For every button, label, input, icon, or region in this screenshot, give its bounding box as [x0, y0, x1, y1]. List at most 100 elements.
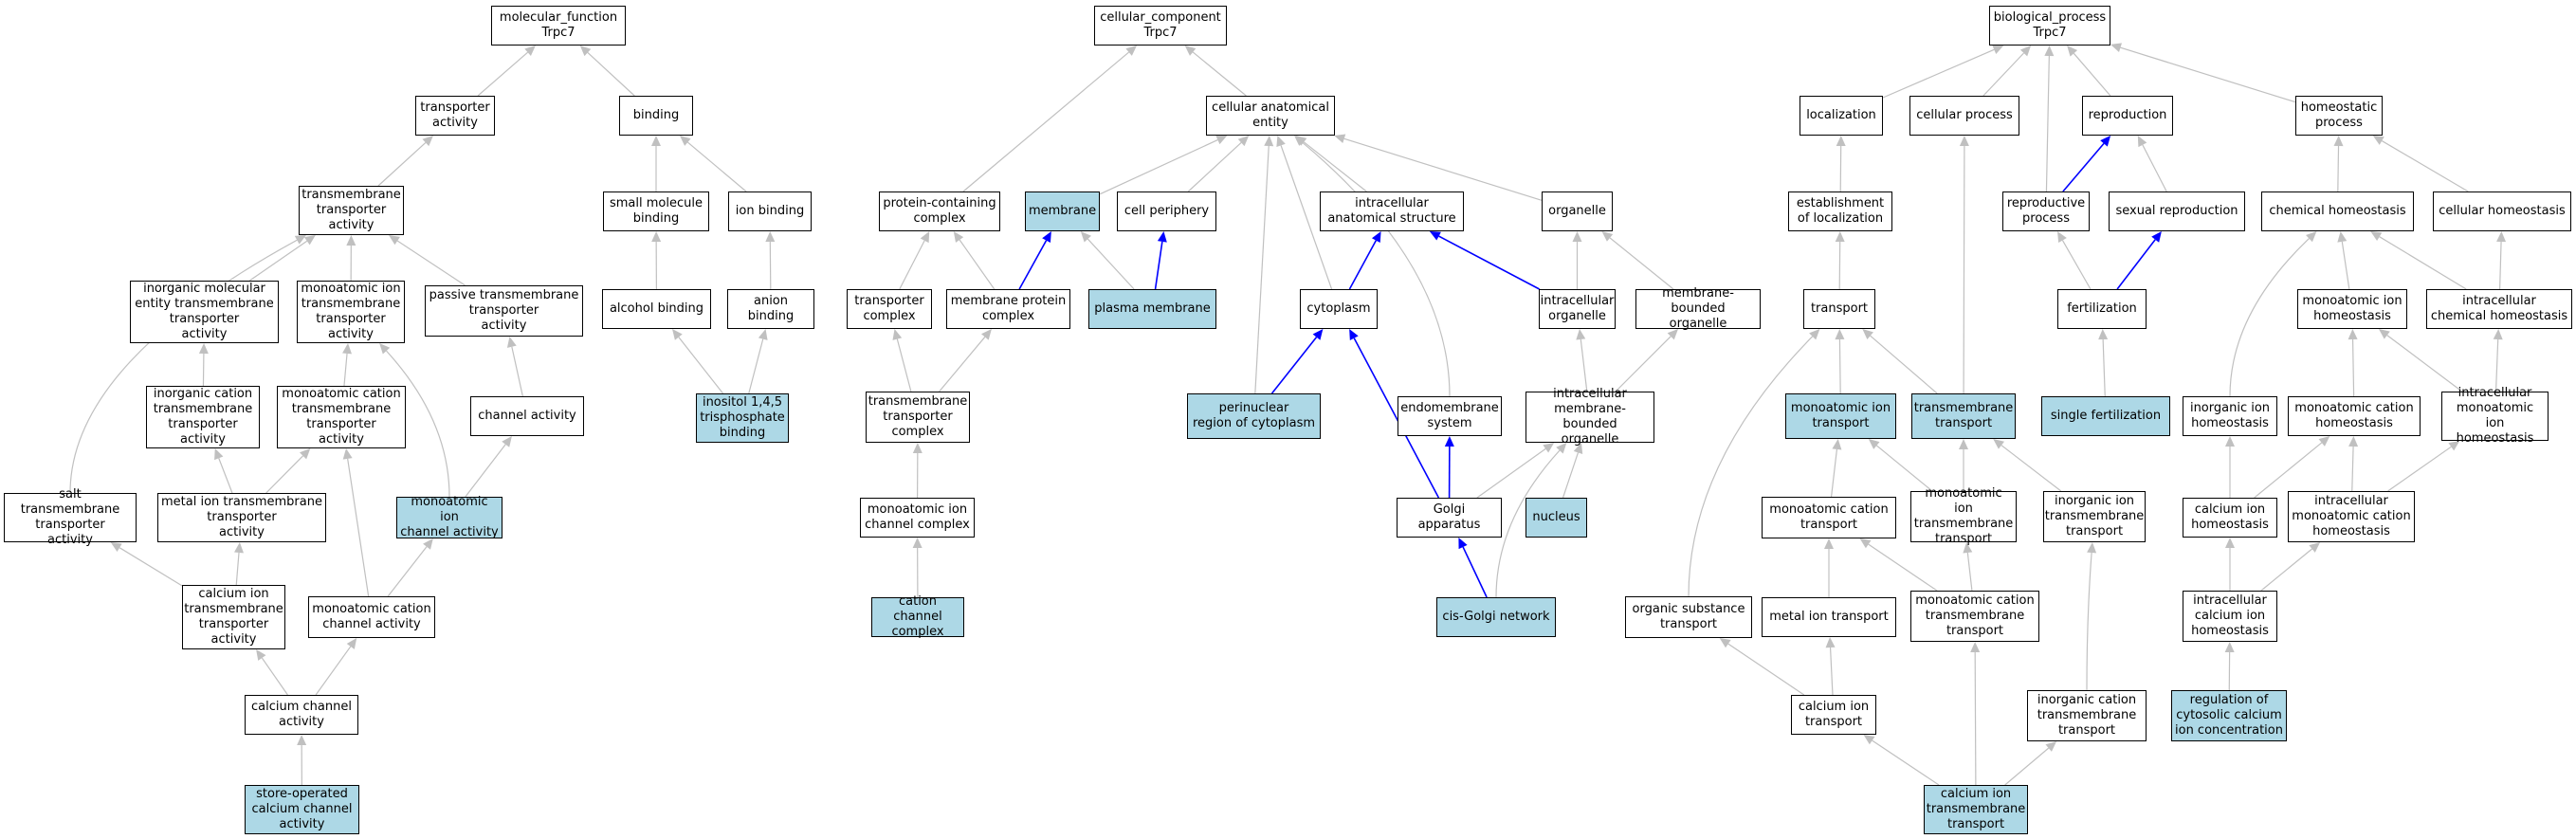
node-monoatomic-cation-transport[interactable]: monoatomic cation transport — [1762, 497, 1896, 538]
node-cation-channel-complex[interactable]: cation channel complex — [871, 594, 964, 639]
node-small-molecule-binding[interactable]: small molecule binding — [603, 192, 709, 231]
node-homeostatic-process[interactable]: homeostatic process — [2295, 96, 2383, 136]
node-cellular-anatomical-entity[interactable]: cellular anatomical entity — [1206, 96, 1335, 136]
node-monoatomic-ion-transmembrane-transport[interactable]: monoatomic ion transmembrane transport — [1910, 486, 2017, 546]
node-membrane-protein-complex[interactable]: membrane protein complex — [946, 289, 1070, 329]
node-intracellular-membrane-bounded-organelle[interactable]: intracellular membrane-bounded organelle — [1526, 387, 1654, 447]
node-calcium-ion-homeostasis[interactable]: calcium ion homeostasis — [2183, 498, 2277, 538]
node-molecular-function-root[interactable]: molecular_function Trpc7 — [491, 6, 626, 46]
node-organic-substance-transport[interactable]: organic substance transport — [1625, 596, 1752, 638]
node-biological-process-root[interactable]: biological_process Trpc7 — [1989, 6, 2110, 46]
arrowhead-membrane_bounded_organelle-to-organelle — [1601, 231, 1614, 242]
node-intracellular-anatomical-structure[interactable]: intracellular anatomical structure — [1320, 192, 1464, 231]
node-anion-binding[interactable]: anion binding — [727, 289, 814, 329]
node-intracellular-calcium-ion-homeostasis[interactable]: intracellular calcium ion homeostasis — [2183, 591, 2277, 642]
node-regulation-of-cytosolic-calcium-ion-concentration[interactable]: regulation of cytosolic calcium ion conc… — [2171, 690, 2287, 741]
node-fertilization[interactable]: fertilization — [2057, 289, 2147, 329]
node-monoatomic-ion-channel-activity[interactable]: monoatomic ion channel activity — [396, 495, 502, 539]
node-intracellular-chemical-homeostasis[interactable]: intracellular chemical homeostasis — [2426, 289, 2572, 329]
node-passive-tt[interactable]: passive transmembrane transporter activi… — [425, 285, 583, 337]
arrowhead-monoatomic_ion_tm_transport-to-monoatomic_ion_transport — [1868, 439, 1880, 449]
node-metal-ion-tt[interactable]: metal ion transmembrane transporter acti… — [157, 493, 326, 542]
node-monoatomic-cation-transmembrane-transport[interactable]: monoatomic cation transmembrane transpor… — [1910, 591, 2039, 642]
edge-inorganic_molecular_entity_tt-to-tm_transporter_activity — [248, 240, 308, 282]
arrowhead-metal_ion_tt-to-inorganic_cation_tt — [214, 448, 224, 461]
node-transport[interactable]: transport — [1803, 289, 1875, 329]
node-single-fertilization[interactable]: single fertilization — [2041, 396, 2170, 436]
arrowhead-cis_golgi-to-intracellular_mb_organelle — [1556, 443, 1567, 454]
node-transmembrane-transporter-activity[interactable]: transmembrane transporter activity — [299, 186, 404, 235]
edge-calcium_ion_tm_transport-to-monoatomic_cation_tm_transport — [1974, 651, 1977, 786]
node-inorganic-cation-transmembrane-transport[interactable]: inorganic cation transmembrane transport — [2027, 690, 2147, 741]
node-chemical-homeostasis[interactable]: chemical homeostasis — [2261, 192, 2414, 231]
arrowhead-protein_containing_complex-to-cc — [1125, 46, 1138, 56]
node-inorganic-molecular-entity-tt[interactable]: inorganic molecular entity transmembrane… — [130, 281, 279, 343]
node-store-operated-calcium-channel-activity[interactable]: store-operated calcium channel activity — [245, 785, 359, 834]
node-transmembrane-transport[interactable]: transmembrane transport — [1911, 393, 2016, 439]
node-cis-golgi-network[interactable]: cis-Golgi network — [1436, 597, 1556, 637]
arrowhead-intracellular_mb_organelle-to-membrane_bounded_organelle — [1667, 329, 1678, 340]
node-calcium-ion-transmembrane-transport[interactable]: calcium ion transmembrane transport — [1924, 785, 2028, 834]
edge-ion_binding-to-binding — [686, 141, 747, 192]
arrowhead-membrane_protein_complex-to-protein_containing_complex — [953, 231, 964, 243]
node-membrane[interactable]: membrane — [1025, 192, 1100, 231]
node-cytoplasm[interactable]: cytoplasm — [1300, 289, 1378, 329]
node-golgi-apparatus[interactable]: Golgi apparatus — [1397, 498, 1502, 538]
arrowhead-monoatomic_cation_channel-to-monoatomic_cation_tt — [342, 448, 353, 460]
node-calcium-ion-transport[interactable]: calcium ion transport — [1791, 695, 1876, 735]
arrowhead-monoatomic_ion_homeostasis-to-chemical_homeostasis — [2337, 231, 2348, 243]
node-endomembrane-system[interactable]: endomembrane system — [1398, 396, 1502, 436]
node-nucleus[interactable]: nucleus — [1526, 498, 1587, 538]
node-inorganic-ion-homeostasis[interactable]: inorganic ion homeostasis — [2183, 396, 2277, 436]
node-monoatomic-ion-homeostasis[interactable]: monoatomic ion homeostasis — [2297, 289, 2407, 329]
node-localization[interactable]: localization — [1800, 96, 1883, 136]
node-membrane-bounded-organelle[interactable]: membrane-bounded organelle — [1635, 286, 1761, 331]
node-plasma-membrane[interactable]: plasma membrane — [1088, 289, 1216, 329]
node-alcohol-binding[interactable]: alcohol binding — [602, 289, 711, 329]
node-cellular-component-root[interactable]: cellular_component Trpc7 — [1094, 6, 1227, 46]
node-salt-tt[interactable]: salt transmembrane transporter activity — [4, 487, 137, 547]
edge-channel_activity-to-passive_tt — [511, 346, 523, 397]
node-monoatomic-cation-homeostasis[interactable]: monoatomic cation homeostasis — [2288, 396, 2421, 436]
node-cellular-homeostasis[interactable]: cellular homeostasis — [2433, 192, 2571, 231]
edge-monoatomic_cation_channel-to-monoatomic_cation_tt — [347, 458, 370, 597]
edge-metal_ion_tt-to-inorganic_cation_tt — [218, 458, 233, 494]
node-inorganic-ion-transmembrane-transport[interactable]: inorganic ion transmembrane transport — [2043, 491, 2146, 542]
arrowhead-monoatomic_cation_channel-to-monoatomic_ion_channel — [423, 538, 433, 550]
edge-golgi_apparatus-to-cytoplasm — [1353, 337, 1440, 499]
node-binding[interactable]: binding — [619, 96, 693, 136]
node-channel-activity[interactable]: channel activity — [470, 396, 584, 436]
node-transporter-activity[interactable]: transporter activity — [415, 96, 495, 136]
node-organelle[interactable]: organelle — [1542, 192, 1613, 231]
arrowhead-ip3_binding-to-alcohol_binding — [672, 329, 683, 340]
node-metal-ion-transport[interactable]: metal ion transport — [1762, 597, 1896, 637]
node-protein-containing-complex[interactable]: protein-containing complex — [879, 192, 1000, 231]
node-calcium-ion-tt[interactable]: calcium ion transmembrane transporter ac… — [182, 585, 285, 649]
node-monoatomic-cation-channel-activity[interactable]: monoatomic cation channel activity — [308, 596, 435, 638]
node-transporter-complex[interactable]: transporter complex — [847, 289, 932, 329]
node-intracellular-organelle[interactable]: intracellular organelle — [1539, 289, 1616, 329]
node-transmembrane-transporter-complex[interactable]: transmembrane transporter complex — [866, 392, 970, 443]
node-reproductive-process[interactable]: reproductive process — [2002, 192, 2090, 231]
arrowhead-passive_tt-to-tm_transporter_activity — [388, 235, 400, 246]
node-inorganic-cation-tt[interactable]: inorganic cation transmembrane transport… — [146, 386, 260, 448]
node-monoatomic-ion-channel-complex[interactable]: monoatomic ion channel complex — [860, 498, 975, 538]
node-ion-binding[interactable]: ion binding — [728, 192, 812, 231]
edge-fertilization-to-sexual_reproduction — [2116, 239, 2156, 290]
node-reproduction[interactable]: reproduction — [2082, 96, 2173, 136]
node-establishment-of-localization[interactable]: establishment of localization — [1788, 192, 1892, 231]
edge-tm_transporter_complex-to-transporter_complex — [896, 338, 912, 392]
node-sexual-reproduction[interactable]: sexual reproduction — [2109, 192, 2245, 231]
node-intracellular-monoatomic-cation-homeostasis[interactable]: intracellular monoatomic cation homeosta… — [2288, 491, 2415, 542]
node-calcium-channel-activity[interactable]: calcium channel activity — [245, 695, 358, 735]
arrowhead-cell_periphery-to-cellular_anatomical_entity — [1237, 136, 1250, 147]
node-monoatomic-cation-tt[interactable]: monoatomic cation transmembrane transpor… — [277, 386, 406, 448]
node-monoatomic-ion-transport[interactable]: monoatomic ion transport — [1785, 393, 1896, 439]
node-perinuclear-region-of-cytoplasm[interactable]: perinuclear region of cytoplasm — [1187, 393, 1321, 439]
edge-cellular_anatomical_entity-to-cc — [1192, 51, 1247, 97]
node-inositol-trisphosphate-binding[interactable]: inositol 1,4,5 trisphosphate binding — [696, 393, 789, 443]
node-intracellular-monoatomic-ion-homeostasis[interactable]: intracellular monoatomic ion homeostasis — [2441, 386, 2549, 446]
node-monoatomic-ion-tt[interactable]: monoatomic ion transmembrane transporter… — [297, 281, 405, 343]
node-cell-periphery[interactable]: cell periphery — [1117, 192, 1216, 231]
node-cellular-process[interactable]: cellular process — [1909, 96, 2019, 136]
